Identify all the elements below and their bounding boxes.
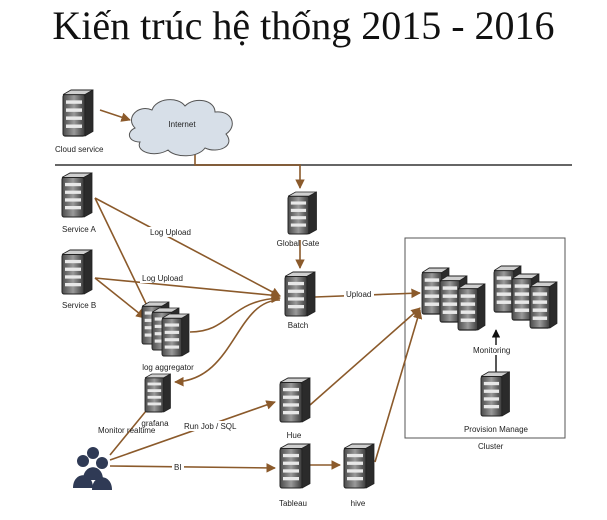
provision-manage-label: Provision Manage: [464, 425, 529, 434]
grafana-label: grafana: [141, 419, 169, 428]
bi-label: BI: [174, 463, 182, 472]
run-job-label: Run Job / SQL: [184, 422, 237, 431]
cloud-service-label: Cloud service: [55, 145, 104, 154]
edge-hue-cluster: [309, 307, 421, 406]
batch-label: Batch: [288, 321, 308, 330]
tableau-server-icon: [279, 443, 311, 489]
monitoring-label: Monitoring: [473, 346, 510, 355]
edge-servicea-logagg: [94, 197, 151, 313]
hue-server-icon: [279, 377, 311, 423]
tableau-label: Tableau: [279, 499, 307, 508]
edge-servicea-batch: [94, 197, 281, 297]
edge-hive-cluster: [374, 309, 423, 463]
edge-logagg-batch: [189, 293, 281, 333]
log-upload-b-label: Log Upload: [142, 274, 183, 283]
cluster-rack-left-icon: [421, 267, 486, 331]
log-upload-a-label: Log Upload: [150, 228, 191, 237]
service-a-label: Service A: [62, 225, 96, 234]
edge-users-tableau: [109, 463, 276, 473]
edge-cloud-internet: [99, 109, 131, 122]
monitor-realtime-label: Monitor realtime: [98, 426, 156, 435]
page-title: Kiến trúc hệ thống 2015 - 2016: [52, 3, 555, 48]
edge-batch-grafana: [174, 299, 281, 387]
hive-server-icon: [343, 443, 375, 489]
internet-label: Internet: [168, 120, 196, 129]
edge-serviceb-batch: [94, 277, 281, 300]
grafana-server-icon: [144, 373, 171, 413]
global-gate-server-icon: [287, 191, 318, 235]
service-b-server-icon: [61, 249, 93, 295]
edge-labels: Log Upload Log Upload Upload Monitoring …: [98, 227, 519, 472]
upload-label: Upload: [346, 290, 371, 299]
service-a-server-icon: [61, 172, 93, 218]
log-aggregator-label: log aggregator: [142, 363, 194, 372]
edge-serviceb-logagg: [94, 277, 146, 319]
hive-label: hive: [351, 499, 366, 508]
provision-manage-server-icon: [480, 371, 511, 417]
internet-cloud-icon: [128, 99, 233, 157]
edge-internet-globalgate: [194, 147, 305, 189]
cloud-service-server-icon: [62, 89, 94, 137]
cluster-rack-right-icon: [493, 265, 558, 329]
hue-label: Hue: [287, 431, 302, 440]
cluster-box: [404, 237, 566, 439]
log-aggregator-server-icon: [141, 301, 190, 357]
edges: [94, 109, 423, 473]
global-gate-label: Global Gate: [277, 239, 320, 248]
service-b-label: Service B: [62, 301, 96, 310]
users-icon: [73, 447, 112, 490]
batch-server-icon: [284, 271, 316, 317]
cluster-label: Cluster: [478, 442, 504, 451]
